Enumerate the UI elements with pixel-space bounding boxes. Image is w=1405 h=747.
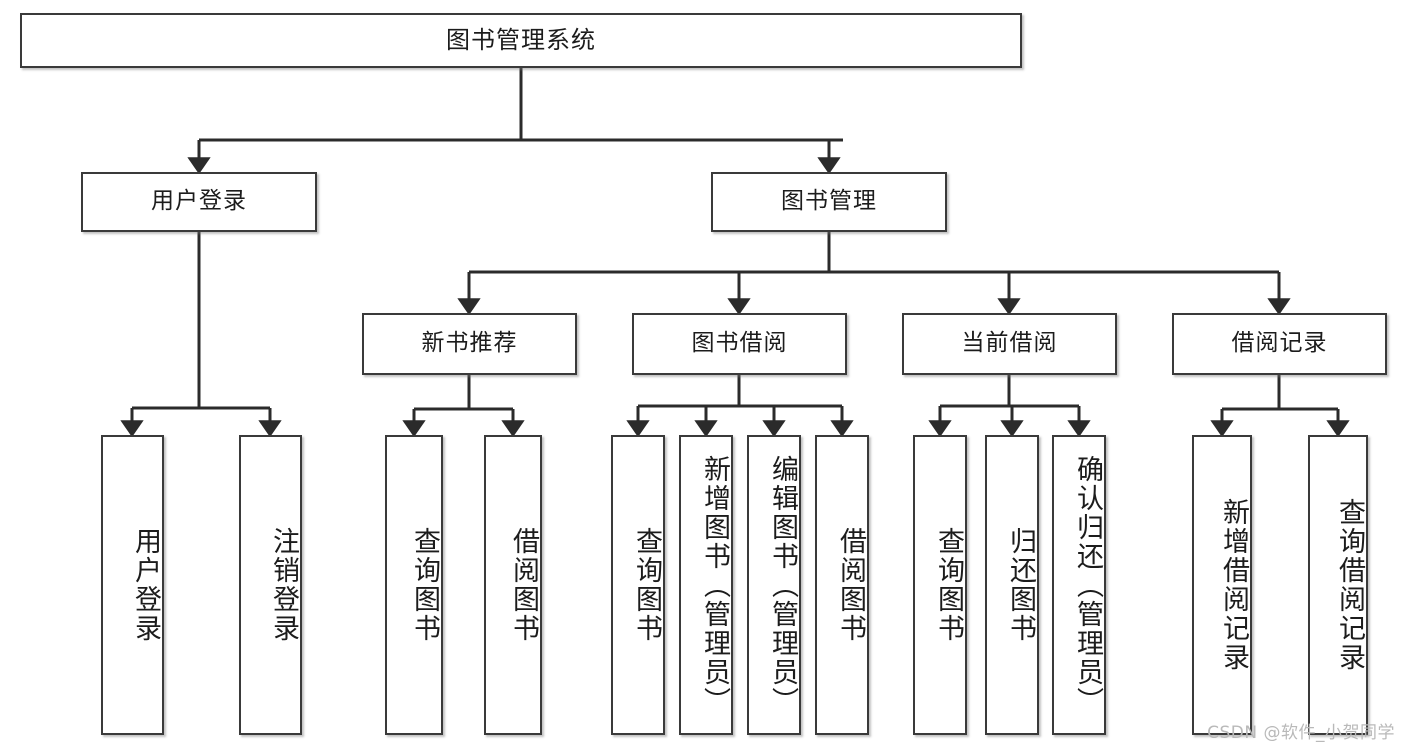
leaf-query-borrow-record[interactable]: 查询借阅记录 xyxy=(1308,435,1368,735)
leaf-edit-book-admin[interactable]: 编辑图书（管理员） xyxy=(747,435,801,735)
node-book-borrow[interactable]: 图书借阅 xyxy=(632,313,847,375)
leaf-user-login[interactable]: 用户登录 xyxy=(101,435,164,735)
leaf-borrow-book-b[interactable]: 借阅图书 xyxy=(815,435,869,735)
node-new-book-recommend[interactable]: 新书推荐 xyxy=(362,313,577,375)
leaf-logout[interactable]: 注销登录 xyxy=(239,435,302,735)
leaf-add-book-admin[interactable]: 新增图书（管理员） xyxy=(679,435,733,735)
leaf-return-book[interactable]: 归还图书 xyxy=(985,435,1039,735)
node-current-borrow[interactable]: 当前借阅 xyxy=(902,313,1117,375)
node-root-system[interactable]: 图书管理系统 xyxy=(20,13,1022,68)
leaf-query-book-a[interactable]: 查询图书 xyxy=(385,435,443,735)
leaf-query-book-b[interactable]: 查询图书 xyxy=(611,435,665,735)
node-borrow-record[interactable]: 借阅记录 xyxy=(1172,313,1387,375)
watermark-text: CSDN @软件_小贺同学 xyxy=(1207,723,1395,743)
leaf-add-borrow-record[interactable]: 新增借阅记录 xyxy=(1192,435,1252,735)
leaf-confirm-return-admin[interactable]: 确认归还（管理员） xyxy=(1052,435,1106,735)
leaf-borrow-book-a[interactable]: 借阅图书 xyxy=(484,435,542,735)
leaf-query-book-c[interactable]: 查询图书 xyxy=(913,435,967,735)
node-book-manage[interactable]: 图书管理 xyxy=(711,172,947,232)
node-user-login[interactable]: 用户登录 xyxy=(81,172,317,232)
